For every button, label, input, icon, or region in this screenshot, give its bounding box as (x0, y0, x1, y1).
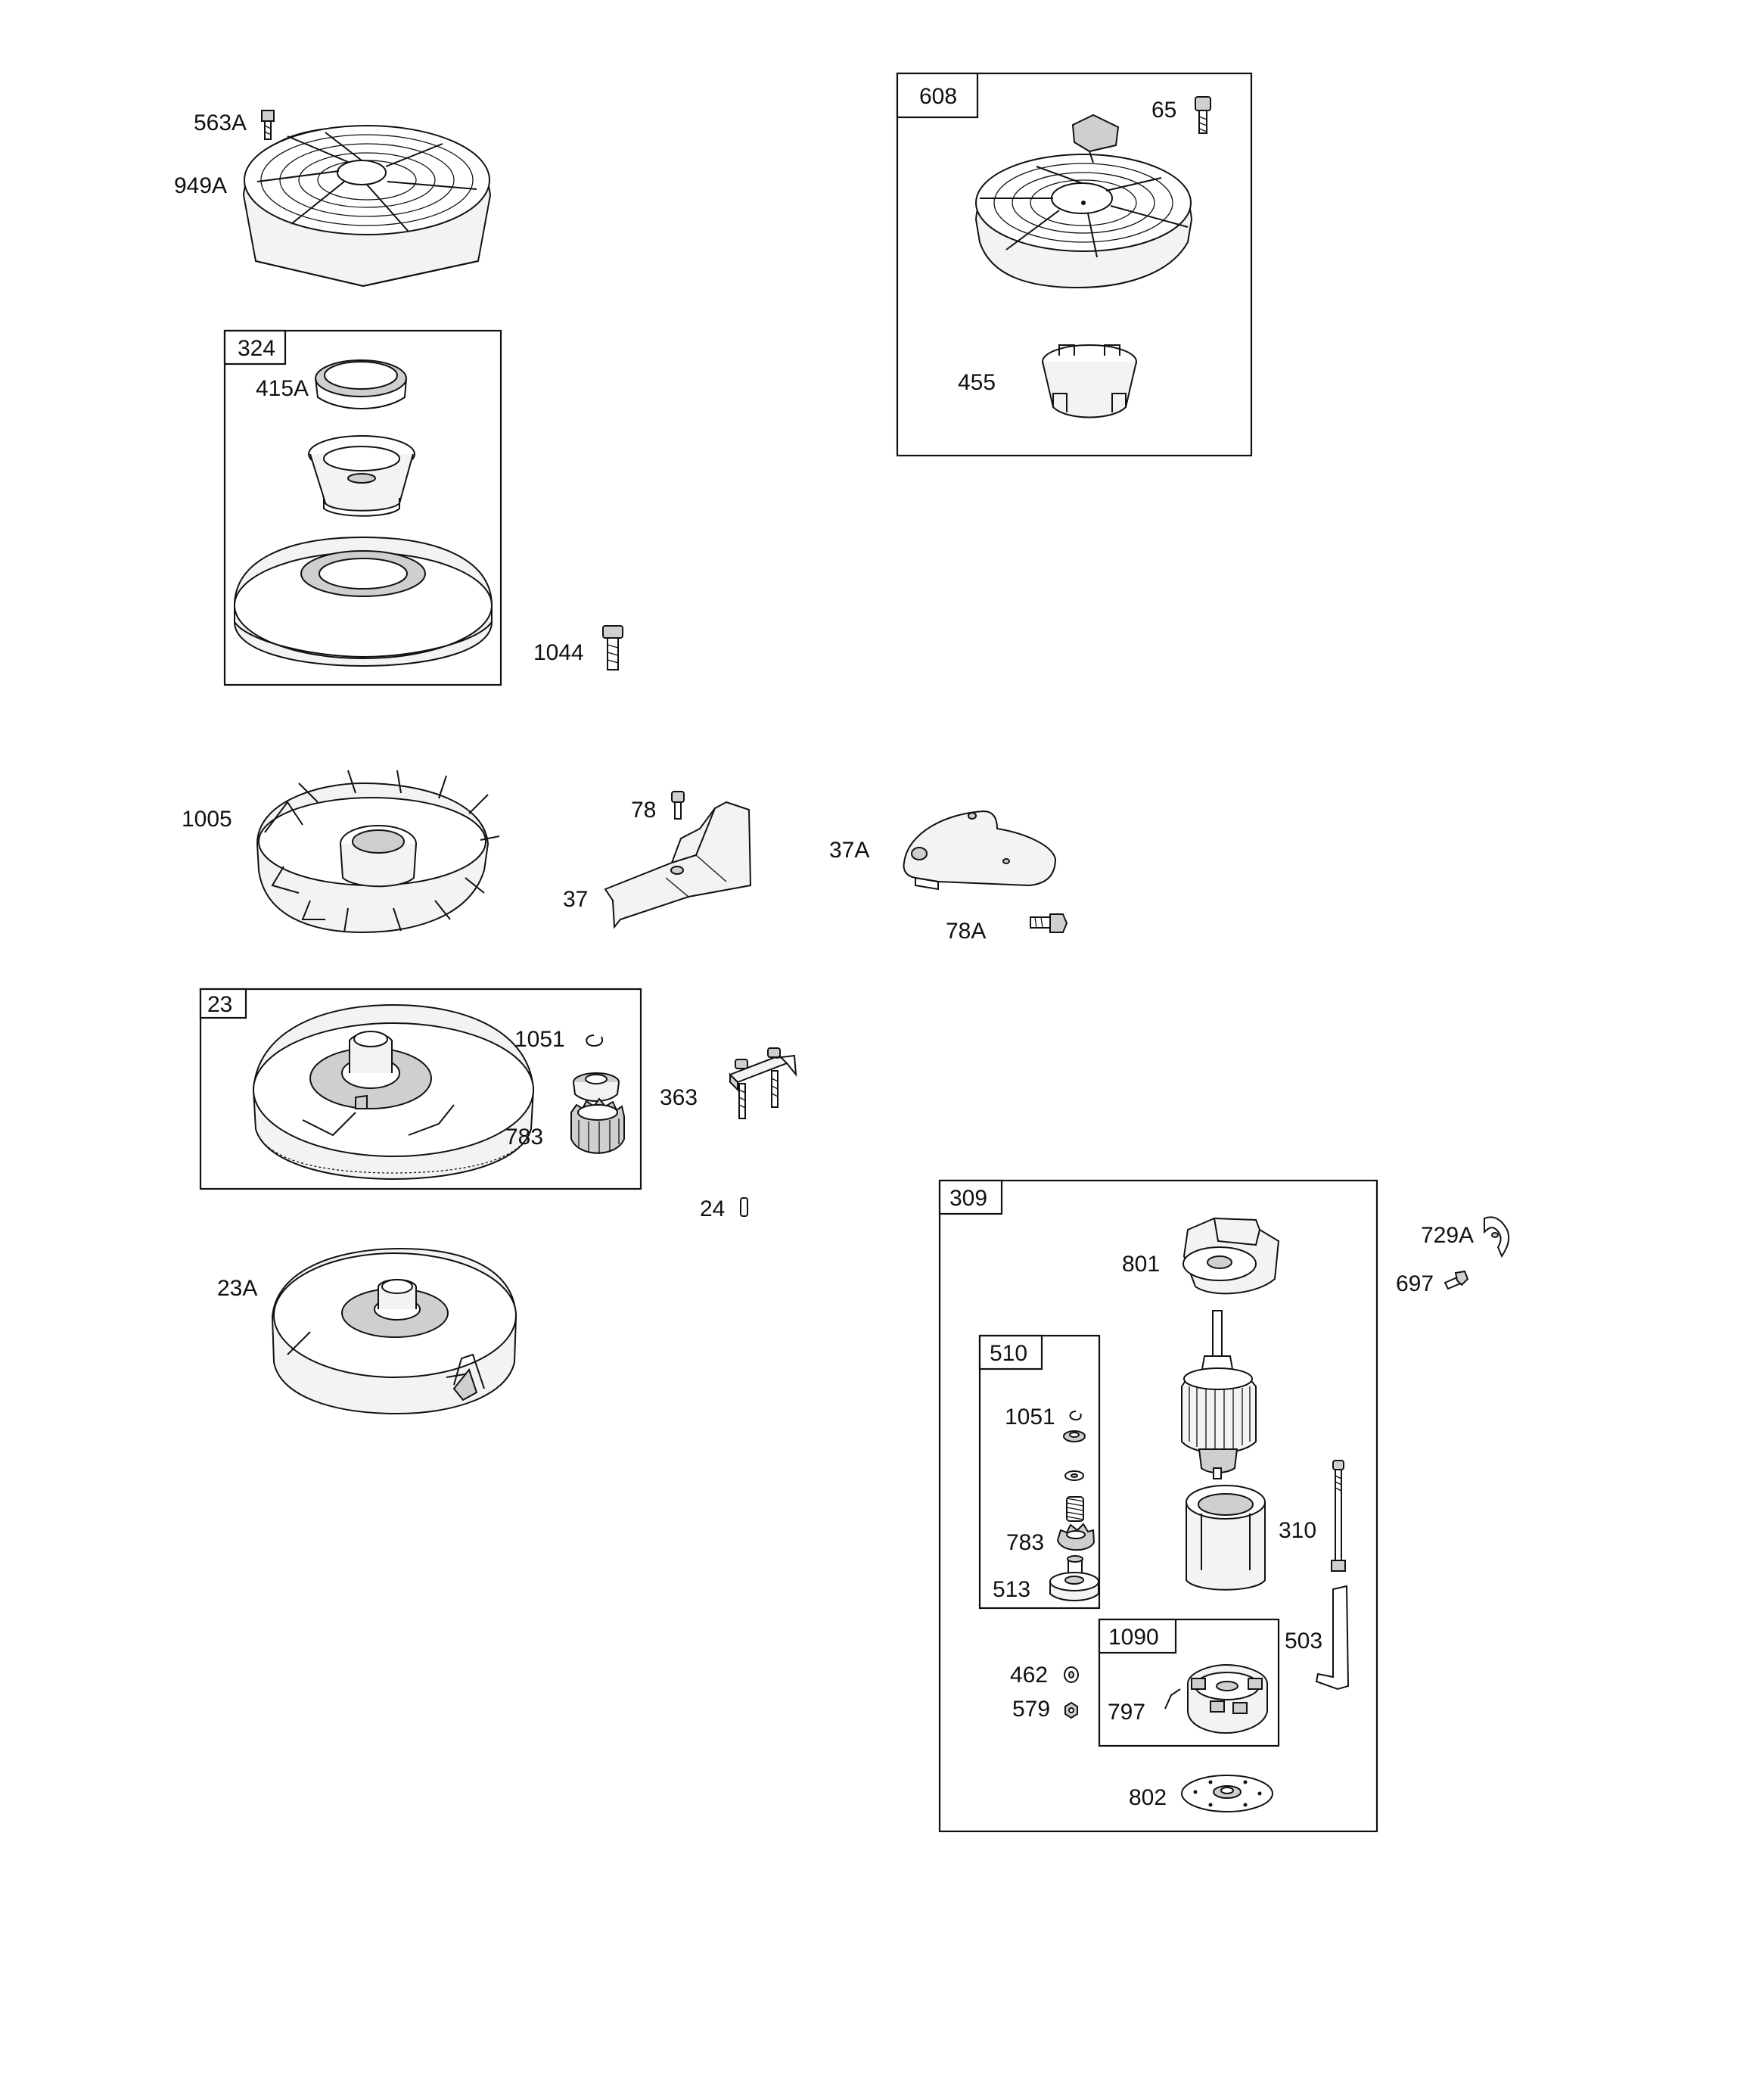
label-513: 513 (993, 1577, 1030, 1602)
label-1090: 1090 (1108, 1625, 1159, 1650)
fan-1005-part (256, 770, 500, 934)
label-579: 579 (1012, 1697, 1050, 1722)
flywheel-23-part (252, 1003, 535, 1181)
bracket-729A-part (1484, 1216, 1510, 1258)
retainer-part (573, 1072, 620, 1102)
nut-579-part (1064, 1701, 1078, 1719)
kit-23-frame (199, 988, 642, 1190)
label-455: 455 (958, 370, 996, 395)
flywheel-23A-part (271, 1247, 517, 1415)
label-697: 697 (1396, 1271, 1434, 1296)
label-37: 37 (563, 887, 588, 912)
label-802: 802 (1129, 1785, 1167, 1810)
armature-part (1181, 1310, 1257, 1479)
label-1044: 1044 (533, 640, 584, 665)
kit-1090-tab (1098, 1618, 1177, 1654)
clip-1051-b-part (1069, 1411, 1082, 1421)
blower-housing-part (242, 125, 492, 288)
label-797: 797 (1108, 1700, 1145, 1725)
flywheel-cup-part (308, 435, 415, 517)
bolt-1044-part (602, 625, 623, 670)
label-24: 24 (700, 1196, 725, 1221)
clip-1051-part (586, 1034, 604, 1047)
recoil-starter-part (974, 114, 1193, 289)
label-324: 324 (238, 336, 275, 361)
kit-510-tab (978, 1334, 1043, 1370)
label-783-b: 783 (1006, 1530, 1044, 1555)
label-37A: 37A (829, 838, 869, 863)
gear-783-b-part (1056, 1523, 1095, 1551)
rotating-screen-part (234, 536, 493, 667)
label-363: 363 (660, 1085, 698, 1110)
label-1005: 1005 (182, 807, 232, 832)
label-801: 801 (1122, 1252, 1160, 1277)
label-1051-a: 1051 (514, 1027, 565, 1052)
gear-783-part (570, 1097, 625, 1154)
label-462: 462 (1010, 1663, 1048, 1688)
label-563A: 563A (194, 110, 247, 135)
through-bolt-part (1331, 1460, 1346, 1572)
kit-23-tab (199, 988, 247, 1019)
label-23A: 23A (217, 1276, 257, 1301)
label-503: 503 (1285, 1629, 1322, 1654)
rectifier-363-part (729, 1047, 797, 1119)
housing-310-part (1186, 1485, 1266, 1591)
spring-part (1066, 1496, 1084, 1522)
label-1051-b: 1051 (1005, 1405, 1055, 1430)
terminal-503-part (1315, 1585, 1350, 1691)
kit-309-frame (938, 1179, 1378, 1833)
label-65: 65 (1151, 98, 1176, 123)
screw-563A-part (261, 110, 275, 140)
label-78A: 78A (946, 919, 986, 944)
pin-24-part (740, 1197, 748, 1217)
kit-608-frame (896, 72, 1253, 457)
bracket-37A-part (903, 810, 1057, 891)
label-608: 608 (919, 84, 957, 109)
lock-washer-462-part (1064, 1666, 1079, 1683)
label-309: 309 (949, 1186, 987, 1211)
label-310: 310 (1279, 1518, 1316, 1543)
end-cap-801-part (1183, 1217, 1280, 1295)
air-guide-37-part (604, 801, 752, 929)
screw-65-part (1195, 96, 1211, 134)
starter-cup-455-part (1042, 344, 1137, 418)
kit-324-tab (223, 329, 287, 366)
kit-1090-frame (1098, 1618, 1280, 1747)
label-949A: 949A (174, 173, 227, 198)
label-78: 78 (631, 798, 656, 823)
label-510: 510 (990, 1341, 1027, 1366)
kit-309-tab (938, 1179, 1003, 1215)
brush-plate-802-part (1181, 1775, 1273, 1812)
kit-608-tab (896, 72, 979, 119)
stop-nut-part (1063, 1430, 1086, 1442)
kit-324-frame (223, 329, 502, 686)
screw-78-part (671, 791, 685, 820)
drive-513-part (1049, 1555, 1099, 1601)
screw-697-part (1444, 1270, 1469, 1290)
brush-holder-797-part (1164, 1663, 1268, 1734)
seal-415A-part (315, 359, 407, 409)
label-729A: 729A (1421, 1223, 1474, 1248)
screw-78A-part (1030, 913, 1068, 933)
label-783-a: 783 (505, 1125, 543, 1150)
washer-part (1064, 1470, 1084, 1481)
label-415A: 415A (256, 376, 309, 401)
label-23: 23 (207, 992, 232, 1017)
